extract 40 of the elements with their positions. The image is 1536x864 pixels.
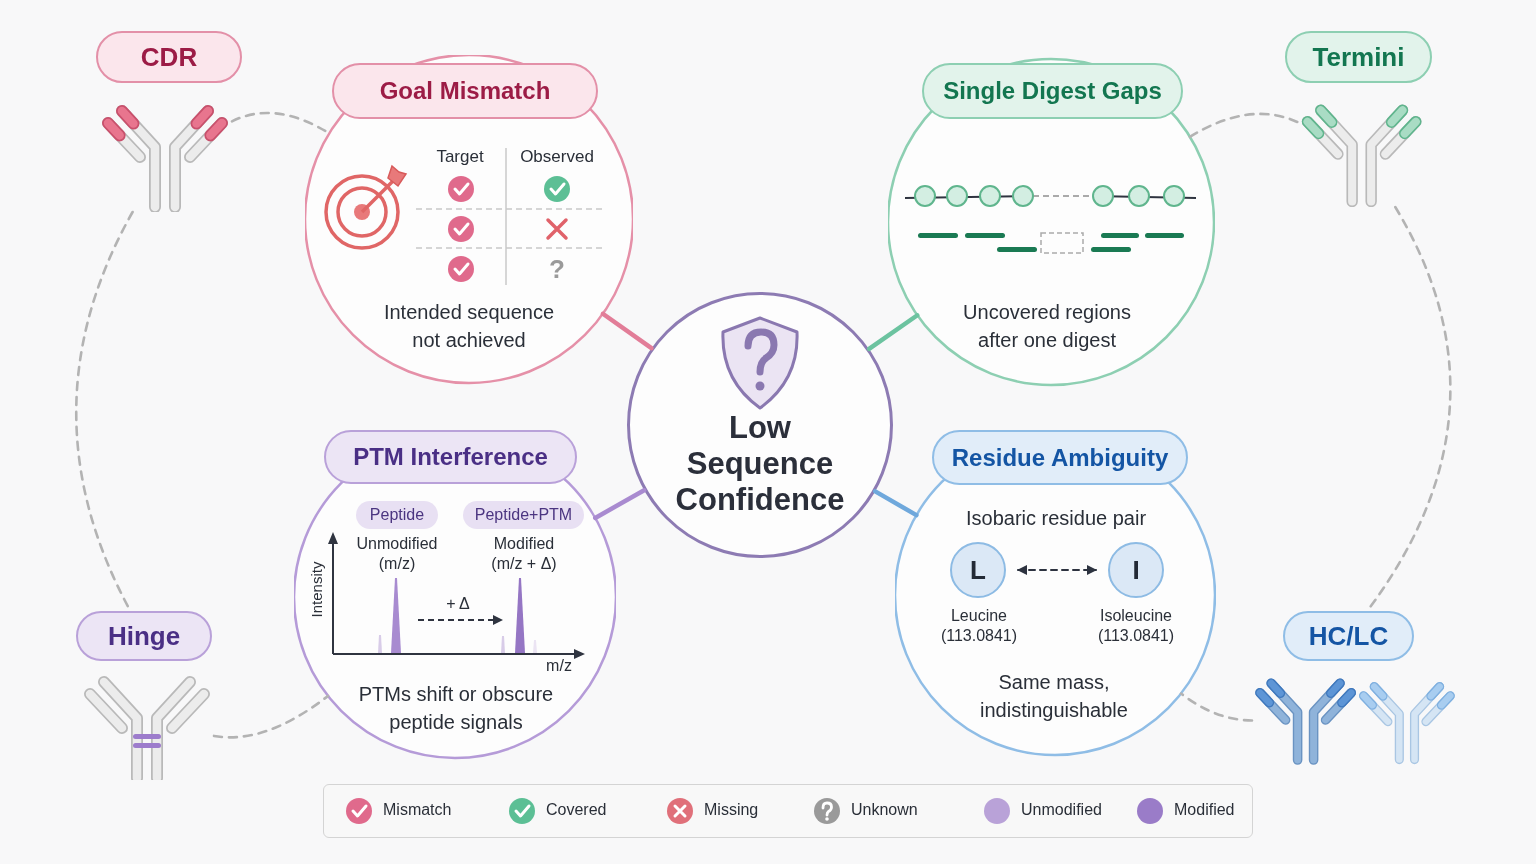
region-tag: Termini bbox=[1285, 31, 1432, 83]
axis-label: Intensity bbox=[306, 560, 326, 620]
topic-heading: Residue Ambiguity bbox=[932, 430, 1188, 485]
connector-line bbox=[873, 489, 919, 518]
peptide-chip: Peptide bbox=[356, 501, 438, 529]
legend-label: Missing bbox=[704, 801, 759, 819]
connector-line bbox=[866, 313, 920, 352]
description-text: Same mass, indistinguishable bbox=[979, 670, 1129, 723]
legend-label: Modified bbox=[1174, 801, 1235, 819]
peak-label: Unmodified (m/z) bbox=[355, 534, 439, 574]
legend-label: Unknown bbox=[851, 801, 918, 819]
peak-label: Modified (m/z + Δ) bbox=[490, 534, 558, 574]
shift-label: + Δ bbox=[445, 594, 471, 614]
unknown-mark: ? bbox=[548, 254, 566, 284]
region-tag: HC/LC bbox=[1283, 611, 1414, 661]
topic-heading: Single Digest Gaps bbox=[922, 63, 1183, 119]
peptide-chip: Peptide+PTM bbox=[463, 501, 584, 529]
legend-label: Unmodified bbox=[1021, 801, 1102, 819]
description-text: Uncovered regions after one digest bbox=[962, 300, 1132, 353]
column-header: Observed bbox=[519, 146, 595, 167]
column-header: Target bbox=[435, 146, 485, 167]
residue-name: Isoleucine (113.0841) bbox=[1096, 606, 1176, 646]
legend-label: Covered bbox=[546, 801, 607, 819]
connector-line bbox=[600, 311, 654, 351]
dashed-connector bbox=[212, 694, 330, 739]
topic-heading: Goal Mismatch bbox=[332, 63, 598, 119]
dashed-connector bbox=[1188, 112, 1300, 139]
description-text: Isobaric residue pair bbox=[964, 506, 1148, 531]
region-tag: Hinge bbox=[76, 611, 212, 661]
central-title: Low Sequence Confidence bbox=[674, 410, 846, 518]
topic-heading: PTM Interference bbox=[324, 430, 577, 484]
description-text: Intended sequence not achieved bbox=[382, 300, 556, 353]
description-text: PTMs shift or obscure peptide signals bbox=[357, 682, 555, 735]
residue-name: Leucine (113.0841) bbox=[939, 606, 1019, 646]
double-headed-arrow bbox=[1017, 565, 1097, 575]
axis-label: m/z bbox=[545, 656, 573, 676]
dashed-connector bbox=[1179, 692, 1254, 722]
connector-line bbox=[593, 488, 647, 521]
legend-label: Mismatch bbox=[383, 801, 452, 819]
region-tag: CDR bbox=[96, 31, 242, 83]
